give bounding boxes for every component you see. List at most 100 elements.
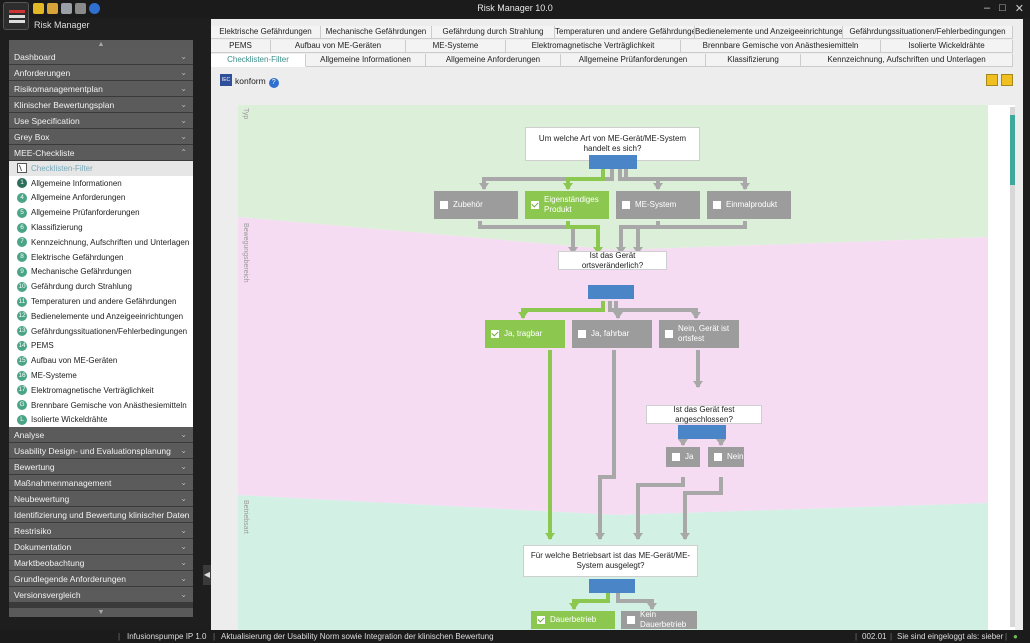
flowchart-answer-handle[interactable] bbox=[588, 285, 634, 299]
checkbox-icon[interactable] bbox=[627, 616, 635, 624]
sidebar-section-usability-design-und-evaluationsplanung[interactable]: Usability Design- und Evaluationsplanung… bbox=[9, 443, 193, 460]
sidebar-collapse-handle[interactable]: ◀ bbox=[203, 565, 211, 585]
checkbox-icon[interactable] bbox=[440, 201, 448, 209]
tab-checklisten-filter[interactable]: Checklisten-Filter bbox=[211, 54, 306, 67]
arrowhead bbox=[678, 439, 688, 446]
tab-elektrische-gefährdungen[interactable]: Elektrische Gefährdungen bbox=[211, 26, 321, 39]
tab-aufbau-von-me-geräten[interactable]: Aufbau von ME-Geräten bbox=[271, 40, 406, 53]
sidebar-section-marktbeobachtung[interactable]: Marktbeobachtung⌄ bbox=[9, 555, 193, 572]
tab-me-systeme[interactable]: ME-Systeme bbox=[406, 40, 506, 53]
sidebar-section-neubewertung[interactable]: Neubewertung⌄ bbox=[9, 491, 193, 508]
checkbox-icon[interactable] bbox=[713, 201, 721, 209]
option-zubehör[interactable]: Zubehör bbox=[434, 191, 518, 219]
maximize-icon[interactable]: □ bbox=[999, 2, 1006, 14]
option-me-system[interactable]: ME-System bbox=[616, 191, 700, 219]
tab-allgemeine-informationen[interactable]: Allgemeine Informationen bbox=[306, 54, 426, 67]
sidebar-section-use-specification[interactable]: Use Specification⌄ bbox=[9, 113, 193, 129]
sidebar-scroll-down[interactable]: ▼ bbox=[9, 608, 193, 617]
sidebar-section-risikomanagementplan[interactable]: Risikomanagementplan⌄ bbox=[9, 81, 193, 97]
checkbox-icon[interactable] bbox=[665, 330, 673, 338]
app-logo-icon[interactable] bbox=[3, 2, 29, 30]
sidebar-section-maßnahmenmanagement[interactable]: Maßnahmenmanagement⌄ bbox=[9, 475, 193, 492]
tab-kennzeichnung-aufschriften-und-unterlagen[interactable]: Kennzeichnung, Aufschriften und Unterlag… bbox=[801, 54, 1013, 67]
help-icon[interactable]: ? bbox=[268, 78, 279, 88]
option-eigenständiges-produkt[interactable]: Eigenständiges Produkt bbox=[525, 191, 609, 219]
option-nein[interactable]: Nein bbox=[708, 447, 744, 467]
flowchart-answer-handle[interactable] bbox=[589, 155, 637, 169]
checkbox-icon[interactable] bbox=[578, 330, 586, 338]
minimize-icon[interactable]: – bbox=[984, 2, 991, 14]
tools-icon[interactable] bbox=[61, 3, 72, 14]
tab-temperaturen-und-andere-gefährdungen[interactable]: Temperaturen und andere Gefährdungen bbox=[555, 26, 695, 39]
sidebar-section-identifizierung-und-bewertung-klinischer-daten[interactable]: Identifizierung und Bewertung klinischer… bbox=[9, 507, 193, 524]
sidebar-section-bewertung[interactable]: Bewertung⌄ bbox=[9, 459, 193, 476]
sidebar-section-grundlegende-anforderungen[interactable]: Grundlegende Anforderungen⌄ bbox=[9, 571, 193, 588]
tab-allgemeine-anforderungen[interactable]: Allgemeine Anforderungen bbox=[426, 54, 561, 67]
checkbox-icon[interactable] bbox=[714, 453, 722, 461]
option-dauerbetrieb[interactable]: Dauerbetrieb bbox=[531, 611, 615, 629]
sidebar-item-checklisten-filter[interactable]: Checklisten-Filter bbox=[9, 161, 193, 176]
checkbox-checked-icon[interactable] bbox=[537, 616, 545, 624]
close-icon[interactable]: ✕ bbox=[1014, 3, 1024, 15]
arrowhead bbox=[613, 312, 623, 319]
checkbox-icon[interactable] bbox=[672, 453, 680, 461]
tab-brennbare-gemische-von-anästhesiemitteln[interactable]: Brennbare Gemische von Anästhesiemitteln bbox=[681, 40, 881, 53]
sidebar-scroll-up[interactable]: ▲ bbox=[9, 40, 193, 49]
sidebar-section-analyse[interactable]: Analyse⌄ bbox=[9, 427, 193, 444]
tab-allgemeine-prüfanforderungen[interactable]: Allgemeine Prüfanforderungen bbox=[561, 54, 706, 67]
option-kein-dauerbetrieb[interactable]: Kein Dauerbetrieb bbox=[621, 610, 697, 629]
help-icon[interactable] bbox=[89, 3, 100, 14]
tab-isolierte-wickeldrähte[interactable]: Isolierte Wickeldrähte bbox=[881, 40, 1013, 53]
sidebar-section-anforderungen[interactable]: Anforderungen⌄ bbox=[9, 65, 193, 81]
tab-bedienelemente-und-anzeigeeinrichtungen[interactable]: Bedienelemente und Anzeigeeinrichtungen bbox=[695, 26, 843, 39]
flowchart-answer-handle[interactable] bbox=[589, 579, 635, 593]
tab-pems[interactable]: PEMS bbox=[211, 40, 271, 53]
sidebar-section-dashboard[interactable]: Dashboard⌄ bbox=[9, 49, 193, 65]
tab-gefährdungssituationen-fehlerbedingungen[interactable]: Gefährdungssituationen/Fehlerbedingungen bbox=[843, 26, 1013, 39]
flowchart-answer-handle[interactable] bbox=[678, 425, 726, 439]
tab-gefährdung-durch-strahlung[interactable]: Gefährdung durch Strahlung bbox=[432, 26, 555, 39]
settings-icon[interactable] bbox=[75, 3, 86, 14]
sidebar-item-label: PEMS bbox=[31, 341, 54, 351]
option-einmalprodukt[interactable]: Einmalprodukt bbox=[707, 191, 791, 219]
option-nein-gerät-ist-ortsfest[interactable]: Nein, Gerät ist ortsfest bbox=[659, 320, 739, 348]
sidebar-section-grey-box[interactable]: Grey Box⌄ bbox=[9, 129, 193, 145]
sidebar-section-label: Dashboard bbox=[14, 52, 56, 62]
tab-elektromagnetische-verträglichkeit[interactable]: Elektromagnetische Verträglichkeit bbox=[506, 40, 681, 53]
checkbox-checked-icon[interactable] bbox=[491, 330, 499, 338]
checkbox-checked-icon[interactable] bbox=[531, 201, 539, 209]
folder-icon[interactable] bbox=[47, 3, 58, 14]
sidebar-section-klinischer-bewertungsplan[interactable]: Klinischer Bewertungsplan⌄ bbox=[9, 97, 193, 113]
tab-klassifizierung[interactable]: Klassifizierung bbox=[706, 54, 801, 67]
option-ja[interactable]: Ja bbox=[666, 447, 700, 467]
tab-mechanische-gefährdungen[interactable]: Mechanische Gefährdungen bbox=[321, 26, 432, 39]
option-ja-fahrbar[interactable]: Ja, fahrbar bbox=[572, 320, 652, 348]
sidebar-section-mee-checkliste[interactable]: MEE-Checkliste ⌃ bbox=[9, 145, 193, 161]
export-icon[interactable] bbox=[986, 74, 998, 86]
vertical-scrollbar[interactable] bbox=[1010, 107, 1015, 627]
print-icon[interactable] bbox=[1001, 74, 1013, 86]
sidebar-section-restrisiko[interactable]: Restrisiko⌄ bbox=[9, 523, 193, 540]
sidebar-section-versionsvergleich[interactable]: Versionsvergleich⌄ bbox=[9, 587, 193, 604]
sidebar-section-dokumentation[interactable]: Dokumentation⌄ bbox=[9, 539, 193, 556]
option-ja-tragbar[interactable]: Ja, tragbar bbox=[485, 320, 565, 348]
checkbox-icon[interactable] bbox=[622, 201, 630, 209]
lightbulb-icon[interactable] bbox=[33, 3, 44, 14]
